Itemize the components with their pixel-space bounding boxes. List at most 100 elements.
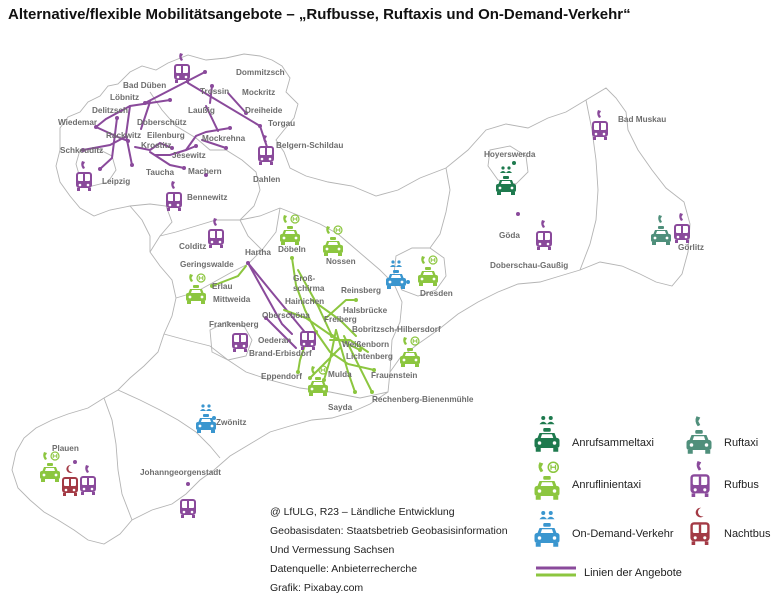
line-alt-13 xyxy=(329,339,369,353)
line-alt-6 xyxy=(315,331,375,371)
legend-label-rufbus: Rufbus xyxy=(724,479,759,491)
line-rufbus-15 xyxy=(149,151,185,169)
credit-line: Geobasisdaten: Staatsbetrieb Geobasisinf… xyxy=(270,525,508,537)
line-rufbus-1 xyxy=(144,71,206,104)
place-label: Weißenborn xyxy=(342,340,389,349)
place-label: Schkeuditz xyxy=(60,146,103,155)
line-rufbus-4 xyxy=(205,105,219,132)
place-label: Torgau xyxy=(268,119,295,128)
line-alt-4 xyxy=(283,309,361,351)
line-rufbus-14 xyxy=(154,145,197,156)
place-label: Machern xyxy=(188,167,222,176)
legend-label-anruflinientaxi: Anruflinientaxi xyxy=(572,479,641,491)
place-label: Dommitzsch xyxy=(236,68,285,77)
legend-label-nachtbus: Nachtbus xyxy=(724,528,771,540)
place-label: Taucha xyxy=(146,168,175,177)
place-label: Eppendorf xyxy=(261,372,302,381)
legend-label-lines: Linien der Angebote xyxy=(584,567,682,579)
line-rufbus-19 xyxy=(247,262,309,337)
place-label: Dresden xyxy=(420,289,453,298)
border-erzgebirge xyxy=(163,333,389,399)
location-dots-blue xyxy=(212,280,410,420)
credit-line: Grafik: Pixabay.com xyxy=(270,582,364,594)
line-alt-5 xyxy=(311,299,357,337)
place-label: Plauen xyxy=(52,444,79,453)
border-hoyerswerda xyxy=(487,145,529,185)
place-label: Doberschau-Gaußig xyxy=(490,261,568,270)
legend-label-on-demand: On-Demand-Verkehr xyxy=(572,528,674,540)
place-label: Belgern-Schildau xyxy=(276,141,343,150)
line-rufbus-17 xyxy=(201,139,227,149)
place-label: Hainichen xyxy=(285,297,324,306)
border-leipzig-city xyxy=(75,147,117,187)
place-label: Freiberg xyxy=(324,315,357,324)
line-alt-3 xyxy=(297,269,333,337)
legend-on-demand-icon xyxy=(534,511,560,547)
place-label: Oederan xyxy=(258,336,291,345)
place-label: Frauenstein xyxy=(371,371,417,380)
place-label: Bad Muskau xyxy=(618,115,666,124)
line-rufbus-18 xyxy=(247,262,293,335)
place-label: Oberschöna xyxy=(262,311,310,320)
legend-anruflinientaxi-icon xyxy=(534,461,560,500)
place-label: Zwönitz xyxy=(216,418,246,427)
place-label: Sayda xyxy=(328,403,353,412)
line-rufbus-3 xyxy=(227,92,247,114)
place-label: Reinsberg xyxy=(341,286,381,295)
line-rufbus-2 xyxy=(187,82,261,127)
border-mittelsachsen-east xyxy=(279,207,403,373)
place-label: Bad Düben xyxy=(123,81,166,90)
place-label: Mulda xyxy=(328,370,352,379)
place-label: Mockritz xyxy=(242,88,275,97)
line-alt-8 xyxy=(335,329,356,393)
border-zwickau xyxy=(117,389,221,459)
place-label: Löbnitz xyxy=(110,93,139,102)
place-label: Dreiheide xyxy=(245,106,283,115)
line-alt-1 xyxy=(211,265,247,287)
place-label: Brand-Erbisdorf xyxy=(249,349,312,358)
location-dot-hoyerswerda xyxy=(512,161,516,165)
place-label: Bennewitz xyxy=(187,193,228,202)
place-label: Eilenburg xyxy=(147,131,185,140)
line-alt-9 xyxy=(343,335,373,393)
line-rufbus-9 xyxy=(140,101,151,130)
page-title: Alternative/flexible Mobilitätsangebote … xyxy=(8,6,631,23)
place-label: Nossen xyxy=(326,257,356,266)
place-label: Hartha xyxy=(245,248,271,257)
line-rufbus-13 xyxy=(134,141,173,152)
place-label: Geringswalde xyxy=(180,260,234,269)
rufbus-icon xyxy=(180,499,196,518)
location-dots xyxy=(73,70,520,486)
place-label: Colditz xyxy=(179,242,206,251)
place-label: Göda xyxy=(499,231,520,240)
place-label: Mockrehna xyxy=(202,134,246,143)
legend-anrufsammeltaxi-icon xyxy=(534,416,560,452)
place-labels: Bad Düben Dommitzsch Löbnitz Trossin Moc… xyxy=(52,68,704,477)
place-label: Hoyerswerda xyxy=(484,150,536,159)
legend-rufbus-icon xyxy=(690,461,710,497)
line-rufbus-12 xyxy=(82,136,126,151)
border-misc-2 xyxy=(129,205,151,252)
place-label: Laußig xyxy=(188,106,215,115)
place-label: Rackwitz xyxy=(106,131,141,140)
credit-line: Und Vermessung Sachsen xyxy=(270,544,395,556)
line-rufbus-8 xyxy=(99,117,118,170)
legend: Anrufsammeltaxi Ruftaxi Anruflinientaxi … xyxy=(534,416,771,579)
place-label: Johanngeorgenstadt xyxy=(140,468,221,477)
line-rufbus-11 xyxy=(95,126,129,142)
border-vogtland xyxy=(103,397,133,521)
border-meissen-bautzen xyxy=(429,167,451,249)
line-rufbus-5 xyxy=(209,85,213,104)
legend-ruftaxi-icon xyxy=(686,416,712,454)
credit-line: @ LfULG, R23 – Ländliche Entwicklung xyxy=(270,506,455,518)
legend-label-ruftaxi: Ruftaxi xyxy=(724,437,758,449)
place-label: Dahlen xyxy=(253,175,280,184)
place-label: Leipzig xyxy=(102,177,130,186)
place-label: Döbeln xyxy=(278,245,306,254)
place-label: Rechenberg-Bienenmühle xyxy=(372,395,474,404)
line-alt-11 xyxy=(325,299,357,319)
line-rufbus-10 xyxy=(124,105,133,166)
place-label: Krostitz xyxy=(141,141,171,150)
border-chemnitz-city xyxy=(209,321,253,361)
